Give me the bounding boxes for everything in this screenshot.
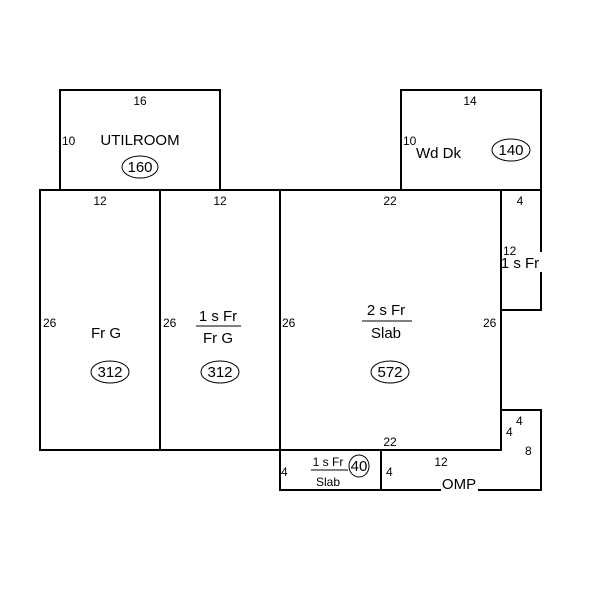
dim-label: 4 — [506, 425, 513, 439]
area-value: 140 — [498, 142, 523, 159]
area-value: 312 — [207, 364, 232, 381]
area-value: 312 — [97, 364, 122, 381]
area-oval — [121, 155, 159, 179]
dim-label: 22 — [383, 435, 397, 449]
dim-label: 12 — [503, 244, 517, 258]
dim-label: 16 — [133, 94, 147, 108]
dim-label: 4 — [386, 465, 393, 479]
small-fr-outline — [279, 449, 382, 491]
dim-label: 26 — [43, 316, 57, 330]
dim-label: 12 — [213, 194, 227, 208]
fr-g-outline — [39, 189, 161, 451]
walls — [39, 89, 542, 491]
omp-outline — [381, 409, 542, 491]
area-name: Wd Dk — [416, 145, 462, 162]
dim-label: 8 — [525, 444, 532, 458]
area-name-top: 2 s Fr — [367, 302, 405, 319]
area-oval — [370, 360, 410, 384]
main-outline — [279, 189, 502, 451]
dim-label: 22 — [383, 194, 397, 208]
area-name-top: 1 s Fr — [313, 455, 344, 469]
area-oval — [491, 138, 531, 162]
area-name: OMP — [442, 476, 476, 493]
area-value: 160 — [127, 159, 152, 176]
dim-label: 26 — [483, 316, 497, 330]
right-fr-outline — [501, 189, 542, 311]
area-name: Fr G — [91, 325, 121, 342]
dim-label: 26 — [163, 316, 177, 330]
area-oval — [348, 454, 370, 478]
area-value: 572 — [377, 364, 402, 381]
dim-label: 10 — [62, 134, 76, 148]
dim-label: 4 — [517, 194, 524, 208]
dim-label: 26 — [282, 316, 296, 330]
area-name: 1 s Fr — [501, 255, 539, 272]
dim-label: 14 — [463, 94, 477, 108]
area-value: 40 — [351, 458, 368, 475]
area-name-top: 1 s Fr — [199, 308, 237, 325]
dim-label: 10 — [403, 134, 417, 148]
area-name: UTILROOM — [100, 132, 179, 149]
area-oval — [90, 360, 130, 384]
area-name-bottom: Slab — [371, 325, 401, 342]
area-name-bottom: Slab — [316, 475, 340, 489]
area-oval — [200, 360, 240, 384]
dim-label: 4 — [516, 414, 523, 428]
dim-label: 4 — [281, 465, 288, 479]
area-name-bottom: Fr G — [203, 330, 233, 347]
dim-label: 12 — [434, 455, 448, 469]
dim-label: 12 — [93, 194, 107, 208]
